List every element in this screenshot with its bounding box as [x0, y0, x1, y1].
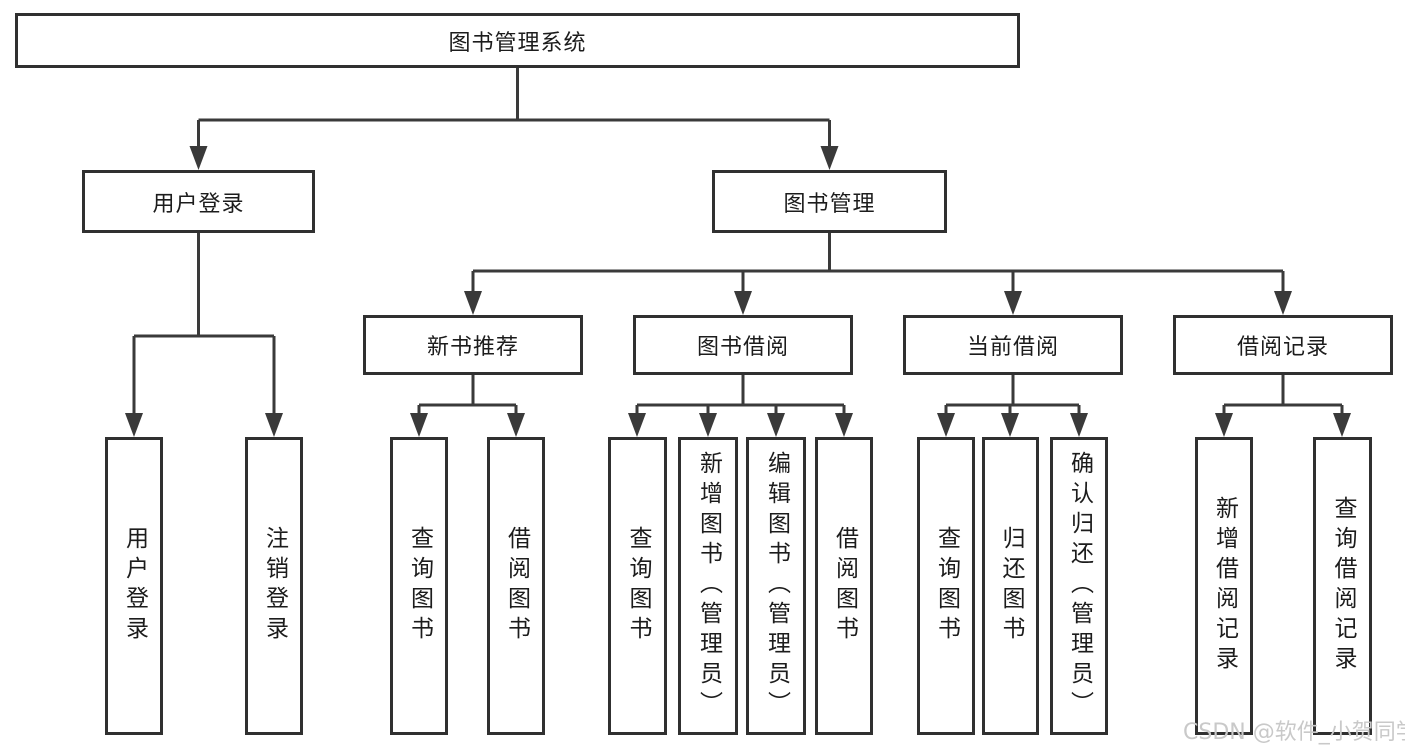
leaf-logout-label: 注销登录 [261, 526, 288, 646]
leaf-bb-add-books-admin: 新增图书（管理员） [678, 437, 738, 735]
connector [635, 375, 846, 415]
arrowhead [125, 413, 143, 437]
arrowhead [1004, 291, 1022, 315]
leaf-bb-edit-books-admin: 编辑图书（管理员） [746, 437, 806, 735]
arrowhead [820, 146, 839, 170]
arrowhead [1274, 291, 1292, 315]
leaf-nb-query-books-label: 查询图书 [406, 526, 433, 646]
arrowhead [699, 413, 717, 437]
leaf-cb-confirm-return-admin-label: 确认归还（管理员） [1066, 451, 1093, 721]
arrowhead [1001, 413, 1019, 437]
arrowhead [767, 413, 785, 437]
node-current-borrowing: 当前借阅 [903, 315, 1123, 375]
node-book-borrowing: 图书借阅 [633, 315, 853, 375]
arrowhead [189, 146, 208, 170]
node-borrowing-records: 借阅记录 [1173, 315, 1393, 375]
leaf-cb-query-books: 查询图书 [917, 437, 975, 735]
node-borrowing-records-label: 借阅记录 [1236, 335, 1329, 360]
leaf-nb-borrow-books-label: 借阅图书 [503, 526, 530, 646]
leaf-user-login-label: 用户登录 [121, 526, 148, 646]
node-current-borrowing-label: 当前借阅 [966, 335, 1059, 360]
arrowhead [1333, 413, 1351, 437]
arrowhead [835, 413, 853, 437]
leaf-cb-confirm-return-admin: 确认归还（管理员） [1050, 437, 1108, 735]
connector [197, 68, 831, 148]
leaf-cb-query-books-label: 查询图书 [933, 526, 960, 646]
node-root-label: 图书管理系统 [448, 30, 587, 56]
connector [132, 233, 276, 415]
leaf-bb-borrow-books: 借阅图书 [815, 437, 873, 735]
leaf-nb-borrow-books: 借阅图书 [487, 437, 545, 735]
leaf-cb-return-books: 归还图书 [982, 437, 1039, 735]
connector [944, 375, 1081, 415]
arrowhead [410, 413, 428, 437]
node-user-login-label: 用户登录 [152, 191, 245, 217]
node-book-management: 图书管理 [712, 170, 947, 233]
connector [417, 375, 518, 415]
node-book-management-label: 图书管理 [783, 191, 876, 217]
leaf-br-query-record: 查询借阅记录 [1313, 437, 1372, 735]
leaf-logout: 注销登录 [245, 437, 303, 735]
leaf-bb-query-books-label: 查询图书 [625, 526, 651, 646]
connector [1222, 375, 1344, 415]
node-book-borrowing-label: 图书借阅 [696, 335, 789, 360]
leaf-br-query-record-label: 查询借阅记录 [1330, 496, 1356, 676]
arrowhead [507, 413, 525, 437]
arrowhead [265, 413, 283, 437]
csdn-watermark: CSDN @软件_小贺同学 [1183, 720, 1405, 745]
leaf-bb-borrow-books-label: 借阅图书 [831, 526, 858, 646]
arrowhead [628, 413, 646, 437]
arrowhead [1070, 413, 1088, 437]
leaf-cb-return-books-label: 归还图书 [998, 526, 1024, 646]
leaf-bb-query-books: 查询图书 [608, 437, 667, 735]
leaf-bb-edit-books-admin-label: 编辑图书（管理员） [763, 451, 790, 721]
connector [471, 233, 1285, 293]
arrowhead [734, 291, 752, 315]
node-new-book-recommend-label: 新书推荐 [426, 335, 519, 360]
arrowhead [937, 413, 955, 437]
arrowhead [464, 291, 482, 315]
leaf-br-add-record-label: 新增借阅记录 [1211, 496, 1238, 676]
node-root: 图书管理系统 [15, 13, 1020, 68]
leaf-user-login: 用户登录 [105, 437, 163, 735]
leaf-bb-add-books-admin-label: 新增图书（管理员） [695, 451, 722, 721]
node-new-book-recommend: 新书推荐 [363, 315, 583, 375]
leaf-br-add-record: 新增借阅记录 [1195, 437, 1253, 735]
arrowhead [1215, 413, 1233, 437]
leaf-nb-query-books: 查询图书 [390, 437, 448, 735]
node-user-login: 用户登录 [82, 170, 315, 233]
